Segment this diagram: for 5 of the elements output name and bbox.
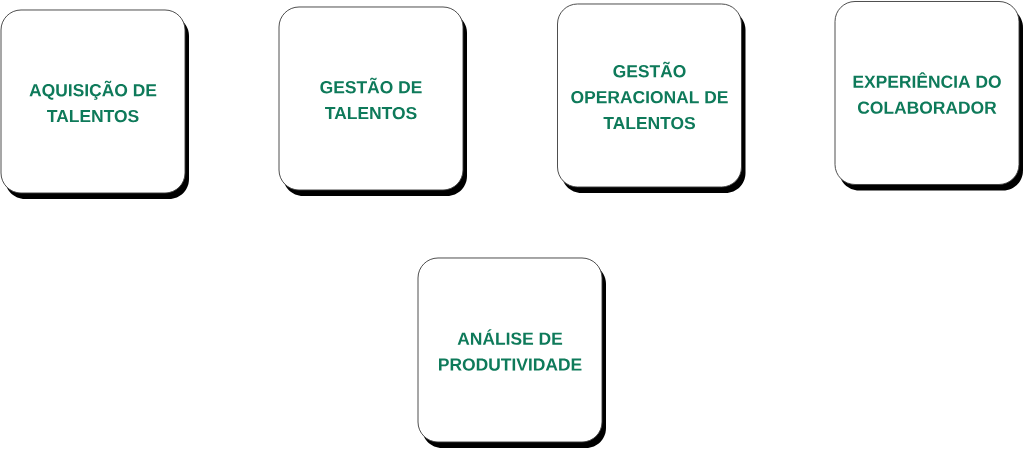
- rounded-box: EXPERIÊNCIA DO COLABORADOR: [834, 1, 1023, 191]
- rounded-box: GESTÃO OPERACIONAL DE TALENTOS: [557, 3, 746, 193]
- rounded-box: ANÁLISE DE PRODUTIVIDADE: [417, 257, 606, 448]
- rounded-box: AQUISIÇÃO DE TALENTOS: [0, 9, 189, 199]
- rounded-box: GESTÃO DE TALENTOS: [278, 6, 467, 196]
